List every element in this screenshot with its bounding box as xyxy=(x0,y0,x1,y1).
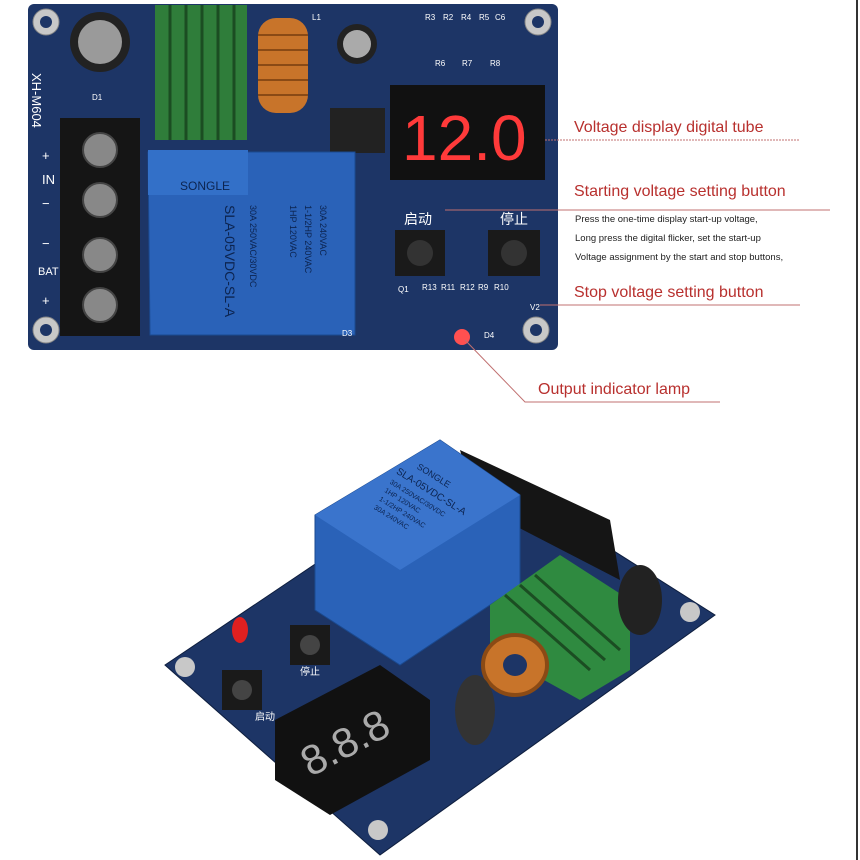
component-label: D1 xyxy=(92,93,103,102)
terminal-label: + xyxy=(42,148,50,163)
terminal-label: IN xyxy=(42,172,55,187)
callout-stop: Stop voltage setting button xyxy=(574,284,764,301)
component-label: D4 xyxy=(484,331,495,340)
start-button[interactable] xyxy=(222,670,262,710)
relay xyxy=(147,151,356,336)
relay-rating: 30A 250VAC/30VDC xyxy=(248,205,258,288)
component-label: R6 xyxy=(435,59,446,68)
terminal-label: − xyxy=(42,196,50,211)
callout-start: Starting voltage setting button xyxy=(574,183,786,200)
component-label: R4 xyxy=(461,13,472,22)
component-label: R12 xyxy=(460,283,475,292)
component-label: D3 xyxy=(342,329,353,338)
component-label: R8 xyxy=(490,59,501,68)
start-button-label: 启动 xyxy=(255,710,275,723)
component-label: R13 xyxy=(422,283,437,292)
component-label: L1 xyxy=(312,13,321,22)
terminal-label: − xyxy=(42,236,50,251)
capacitor xyxy=(455,675,495,745)
output-led xyxy=(232,617,248,643)
component-label: V2 xyxy=(530,303,540,312)
voltage-display xyxy=(275,665,430,815)
component-label: C6 xyxy=(495,13,506,22)
terminal-label: BAT xyxy=(38,266,59,278)
component-label: R5 xyxy=(479,13,490,22)
component-label: R3 xyxy=(425,13,436,22)
display-digits: 12.0 xyxy=(402,102,527,174)
image-border xyxy=(856,0,858,860)
bottom-board-photo: SONGLE SLA-05VDC-SL-A 30A 250VAC/30VDC 1… xyxy=(164,439,716,856)
relay-rating: 1HP 120VAC xyxy=(288,205,298,258)
capacitor xyxy=(618,565,662,635)
stop-button[interactable] xyxy=(488,230,540,276)
model-label: XH-M604 xyxy=(29,73,44,128)
component-label: R9 xyxy=(478,283,489,292)
stop-button-label: 停止 xyxy=(300,665,320,678)
start-note: Long press the digital flicker, set the … xyxy=(575,233,761,244)
voltage-display xyxy=(390,85,545,180)
component-label: R2 xyxy=(443,13,454,22)
relay-rating: 1-1/2HP 240VAC xyxy=(303,205,313,274)
relay-rating: 30A 240VAC xyxy=(318,205,328,256)
component-label: R7 xyxy=(462,59,473,68)
start-button[interactable] xyxy=(395,230,445,276)
component-label: Q1 xyxy=(398,285,409,294)
terminal-label: + xyxy=(42,293,50,308)
callout-display: Voltage display digital tube xyxy=(574,119,764,136)
callout-output: Output indicator lamp xyxy=(538,381,691,398)
start-button-label: 启动 xyxy=(404,211,432,227)
ic-chip xyxy=(330,108,385,153)
component-label: R11 xyxy=(441,283,456,292)
relay-model: SLA-05VDC-SL-A xyxy=(222,205,238,318)
component-label: R10 xyxy=(494,283,509,292)
start-note: Voltage assignment by the start and stop… xyxy=(575,252,784,263)
stop-button-label: 停止 xyxy=(500,211,528,227)
stop-button[interactable] xyxy=(290,625,330,665)
relay-brand: SONGLE xyxy=(180,179,230,193)
start-note: Press the one-time display start-up volt… xyxy=(575,214,758,225)
top-board-photo: XH-M604 + IN − − BAT + SONGLE SLA-05VDC-… xyxy=(28,4,830,403)
